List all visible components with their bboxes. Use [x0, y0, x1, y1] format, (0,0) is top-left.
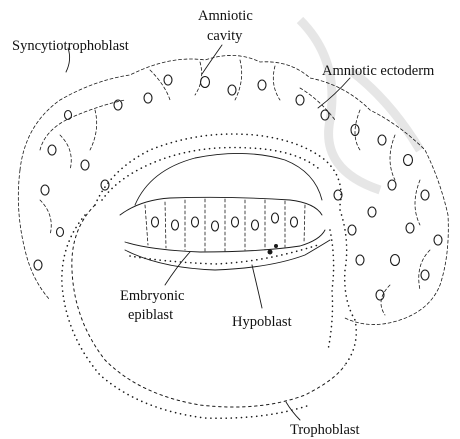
label-amniotic-cavity-line2: cavity	[207, 28, 243, 44]
hypoblast	[125, 240, 330, 270]
cytotrophoblast-ring	[95, 134, 356, 365]
label-amniotic-cavity-line1: Amniotic	[198, 8, 253, 24]
label-amniotic-ectoderm: Amniotic ectoderm	[322, 63, 435, 79]
watermark	[300, 20, 420, 190]
label-hypoblast: Hypoblast	[232, 314, 292, 330]
label-embryonic-epiblast-line2: epiblast	[128, 307, 173, 323]
label-syncytiotrophoblast: Syncytiotrophoblast	[12, 38, 129, 54]
label-embryonic-epiblast-line1: Embryonic	[120, 288, 184, 304]
label-trophoblast: Trophoblast	[290, 422, 360, 438]
embryonic-epiblast	[120, 197, 325, 252]
blastocyst-cavity	[62, 205, 345, 418]
